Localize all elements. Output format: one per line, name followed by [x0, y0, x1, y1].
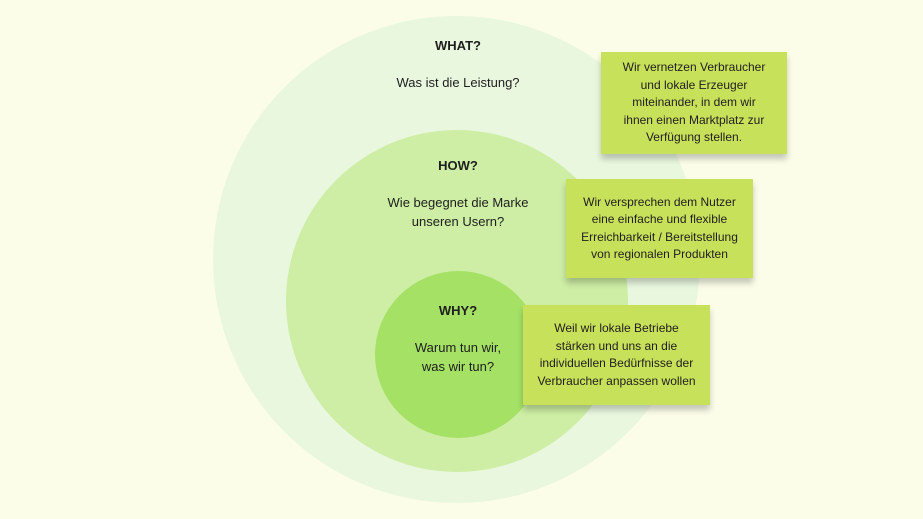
why-circle — [375, 271, 542, 438]
why-heading: WHY? — [438, 303, 478, 318]
what-question: Was ist die Leistung? — [396, 75, 520, 90]
what-heading: WHAT? — [435, 38, 481, 53]
what-sticky-note: Wir vernetzen Verbraucher und lokale Erz… — [601, 52, 787, 154]
why-question: Warum tun wir, was wir tun? — [414, 340, 502, 374]
how-heading: HOW? — [438, 158, 478, 173]
why-sticky-note: Weil wir lokale Betriebe stärken und uns… — [523, 305, 710, 405]
how-sticky-note: Wir versprechen dem Nutzer eine einfache… — [566, 179, 753, 278]
how-question: Wie begegnet die Marke unseren Usern? — [387, 195, 529, 229]
